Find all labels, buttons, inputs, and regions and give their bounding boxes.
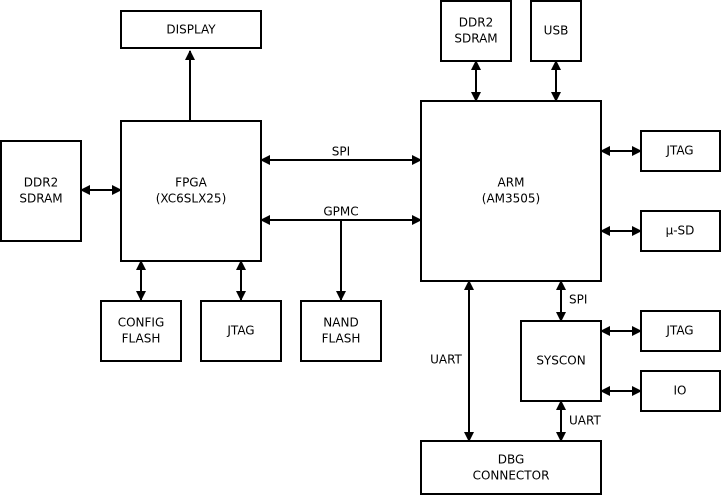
ddr2-sdram-top-block: DDR2 SDRAM [440,0,512,62]
arm-part-label: (AM3505) [482,192,540,206]
display-block: DISPLAY [120,10,262,49]
ddr2-top-label-2: SDRAM [454,32,497,46]
uart-arm-dbg-label: UART [430,353,462,367]
arm-label: ARM [498,176,525,190]
jtag-syscon-label: JTAG [665,324,693,338]
microsd-block: µ-SD [640,210,721,252]
fpga-part-label: (XC6SLX25) [156,192,227,206]
nand-flash-block: NAND FLASH [300,300,382,362]
spi-arm-syscon-label: SPI [569,293,587,307]
dbg-label-2: CONNECTOR [473,469,550,483]
config-flash-block: CONFIG FLASH [100,300,182,362]
config-flash-label-1: CONFIG [118,316,165,330]
ddr2-sdram-left-block: DDR2 SDRAM [0,140,82,242]
spi-fpga-arm-label: SPI [332,145,350,159]
connectors [80,50,642,442]
dbg-connector-block: DBG CONNECTOR [420,440,602,495]
syscon-block: SYSCON [520,320,602,402]
usb-label: USB [544,24,569,38]
ddr2-top-label-1: DDR2 [459,16,493,30]
fpga-block: FPGA (XC6SLX25) [120,120,262,262]
jtag-syscon-block: JTAG [640,310,721,352]
config-flash-label-2: FLASH [122,332,161,346]
nand-flash-label-1: NAND [323,316,358,330]
syscon-label: SYSCON [536,354,585,368]
gpmc-label: GPMC [323,205,358,219]
usb-block: USB [530,0,582,62]
arm-block: ARM (AM3505) [420,100,602,282]
uart-syscon-dbg-label: UART [569,414,601,428]
fpga-label: FPGA [175,176,207,190]
jtag-fpga-block: JTAG [200,300,282,362]
io-label: IO [674,384,687,398]
dbg-label-1: DBG [498,453,525,467]
microsd-label: µ-SD [666,224,695,238]
ddr2-left-label-1: DDR2 [24,176,58,190]
jtag-arm-label: JTAG [665,144,693,158]
io-block: IO [640,370,721,412]
jtag-arm-block: JTAG [640,130,721,172]
display-label: DISPLAY [166,23,216,37]
jtag-fpga-label: JTAG [226,324,254,338]
ddr2-left-label-2: SDRAM [19,192,62,206]
nand-flash-label-2: FLASH [322,332,361,346]
